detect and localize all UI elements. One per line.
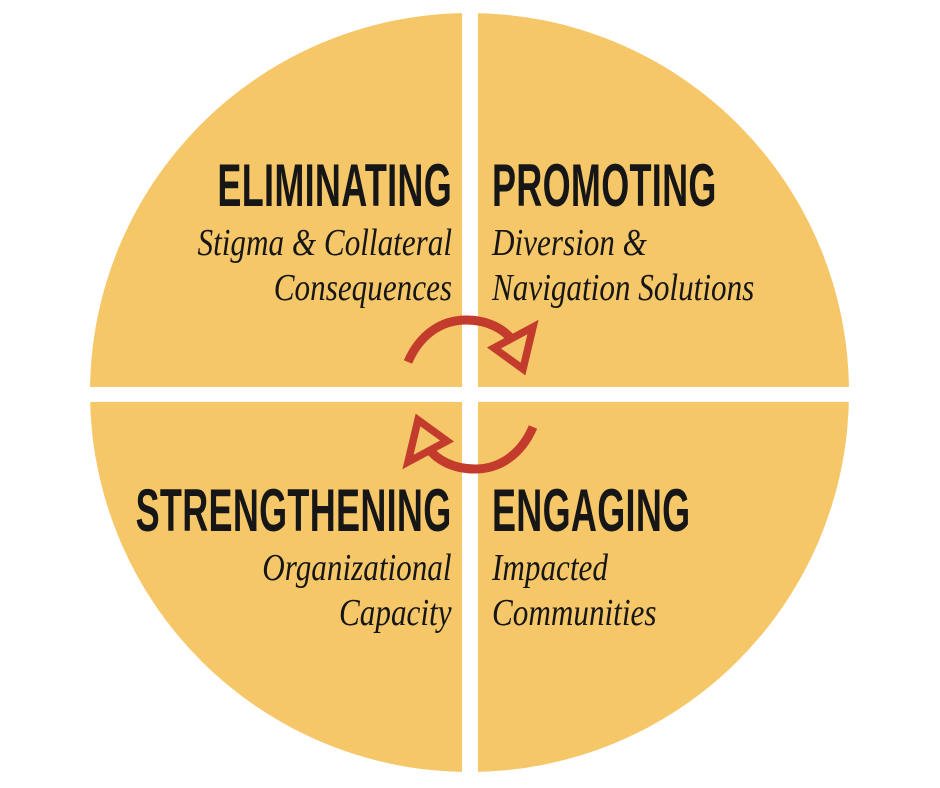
quadrant-bottom-right: ENGAGING Impacted Communities	[492, 481, 823, 636]
subtitle-line: Consequences	[273, 266, 452, 309]
quadrant-top-right: PROMOTING Diversion & Navigation Solutio…	[492, 156, 867, 311]
quadrant-divider-horizontal	[0, 387, 940, 402]
quadrant-title: ELIMINATING	[217, 152, 452, 219]
subtitle-line: Capacity	[339, 591, 452, 634]
quadrant-subtitle: Diversion & Navigation Solutions	[492, 221, 799, 311]
subtitle-line: Stigma & Collateral	[197, 222, 452, 264]
quadrant-title: PROMOTING	[492, 152, 717, 219]
quadrant-subtitle: Stigma & Collateral Consequences	[131, 221, 452, 311]
subtitle-line: Diversion &	[492, 222, 647, 264]
quadrant-title: ENGAGING	[492, 477, 691, 544]
subtitle-line: Organizational	[262, 547, 452, 589]
subtitle-line: Communities	[492, 591, 657, 634]
quadrant-subtitle: Impacted Communities	[492, 546, 763, 636]
subtitle-line: Navigation Solutions	[492, 266, 755, 309]
quadrant-subtitle: Organizational Capacity	[20, 546, 452, 636]
subtitle-line: Impacted	[492, 547, 608, 589]
quadrant-top-left: ELIMINATING Stigma & Collateral Conseque…	[61, 156, 452, 311]
quadrant-title: STRENGTHENING	[136, 477, 452, 544]
quadrant-bottom-left: STRENGTHENING Organizational Capacity	[0, 481, 452, 636]
